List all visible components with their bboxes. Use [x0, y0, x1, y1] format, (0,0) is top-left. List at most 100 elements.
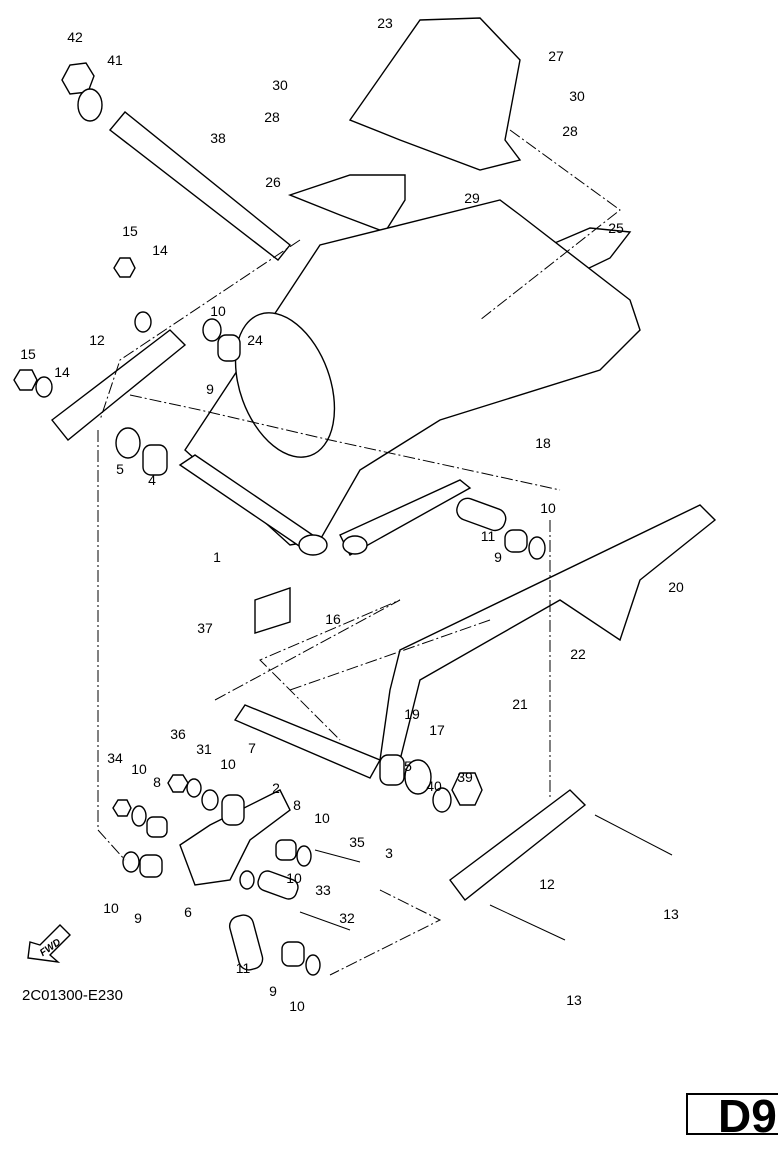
part-41-washer [77, 88, 103, 122]
callout: 19 [404, 706, 420, 722]
callout: 9 [134, 910, 142, 926]
part-26-cover [287, 174, 406, 233]
callout: 42 [67, 29, 83, 45]
callout: 18 [535, 435, 551, 451]
callout: 33 [315, 882, 331, 898]
callout: 2 [272, 780, 280, 796]
part-8-bearing-b [275, 839, 297, 861]
dash-lines [97, 129, 621, 976]
callout: 20 [668, 579, 684, 595]
part-14-washer-upper [134, 311, 152, 333]
callout: 12 [89, 332, 105, 348]
part-9-bearing-right [504, 529, 528, 553]
drawing-code: 2C01300-E230 [22, 987, 123, 1004]
page-label-box: D9 [686, 1090, 778, 1142]
callout: 10 [540, 500, 556, 516]
callout: 1 [213, 549, 221, 565]
callout: 28 [264, 109, 280, 125]
callout: 27 [548, 48, 564, 64]
callout: 10 [289, 998, 305, 1014]
callout: 37 [197, 620, 213, 636]
part-10-seal-right [528, 536, 546, 560]
pivot-boss [298, 534, 328, 556]
callout: 9 [494, 549, 502, 565]
part-34-nut [112, 799, 132, 817]
callout: 35 [349, 834, 365, 850]
part-10-oil-seal [202, 318, 222, 342]
part-7-collar [221, 794, 245, 826]
callout: 10 [286, 870, 302, 886]
part-5-seal [115, 427, 141, 459]
callout: 8 [153, 774, 161, 790]
part-10-seal-d [122, 851, 140, 873]
part-3-bearing [379, 754, 405, 786]
callout: 32 [339, 910, 355, 926]
part-35-bolt [314, 849, 361, 863]
part-12-connecting-rod [51, 329, 187, 441]
callout: 24 [247, 332, 263, 348]
part-10-seal-e [239, 870, 255, 890]
callout: 41 [107, 52, 123, 68]
callout: 17 [429, 722, 445, 738]
callout: 13 [663, 906, 679, 922]
callout: 28 [562, 123, 578, 139]
callout: 10 [131, 761, 147, 777]
callout: 14 [54, 364, 70, 380]
callout: 25 [608, 220, 624, 236]
callout: 10 [103, 900, 119, 916]
part-drawings [13, 17, 717, 976]
part-40-washer [432, 787, 452, 813]
part-11-collar-lower [228, 914, 264, 971]
part-36-nut [167, 774, 189, 793]
fwd-arrow: FWD [27, 924, 71, 964]
callout: 21 [512, 696, 528, 712]
callout-labels: 42 41 38 23 27 30 30 28 28 26 29 25 15 1… [20, 15, 684, 1014]
callout: 22 [570, 646, 586, 662]
callout: 14 [152, 242, 168, 258]
callout: 38 [210, 130, 226, 146]
callout: 5 [404, 758, 412, 774]
callout: 30 [569, 88, 585, 104]
part-38-pivot-shaft [108, 111, 291, 261]
part-10-seal-f [305, 954, 321, 976]
part-10-seal-a [131, 805, 147, 827]
callout: 11 [236, 960, 251, 976]
callout: 10 [220, 756, 236, 772]
part-31-washer [186, 778, 202, 798]
callout: 3 [385, 845, 393, 861]
part-27-rear-fender [348, 17, 522, 171]
callout: 26 [265, 174, 281, 190]
callout: 30 [272, 77, 288, 93]
part-9-bearing-lower [139, 854, 163, 878]
part-13-bolt [594, 814, 673, 856]
callout: 10 [210, 303, 226, 319]
callout: 12 [539, 876, 555, 892]
callout: 15 [122, 223, 138, 239]
part-15-nut [13, 369, 38, 391]
part-8-bearing [146, 816, 168, 838]
part-10-seal-c [296, 845, 312, 867]
part-4-bearing [142, 444, 168, 476]
part-12-connecting-rod-right [449, 789, 587, 901]
callout: 16 [325, 611, 341, 627]
callout: 4 [148, 472, 156, 488]
part-39-nut [451, 772, 483, 806]
part-11-collar [456, 497, 507, 532]
part-15-nut-upper [113, 257, 136, 278]
part-10-seal-b [201, 789, 219, 811]
part-33-collar [257, 870, 299, 900]
part-9-bearing-b [281, 941, 305, 967]
callout: 39 [457, 769, 473, 785]
callout: 40 [426, 778, 442, 794]
page-label: D9 [718, 1090, 777, 1142]
callout: 9 [206, 381, 214, 397]
part-9-bearing [217, 334, 241, 362]
swingarm-opening [234, 312, 336, 458]
callout: 6 [184, 904, 192, 920]
part-2-shaft [233, 704, 381, 779]
callout: 15 [20, 346, 36, 362]
part-37-label [254, 587, 291, 634]
callout: 5 [116, 461, 124, 477]
callout: 29 [464, 190, 480, 206]
